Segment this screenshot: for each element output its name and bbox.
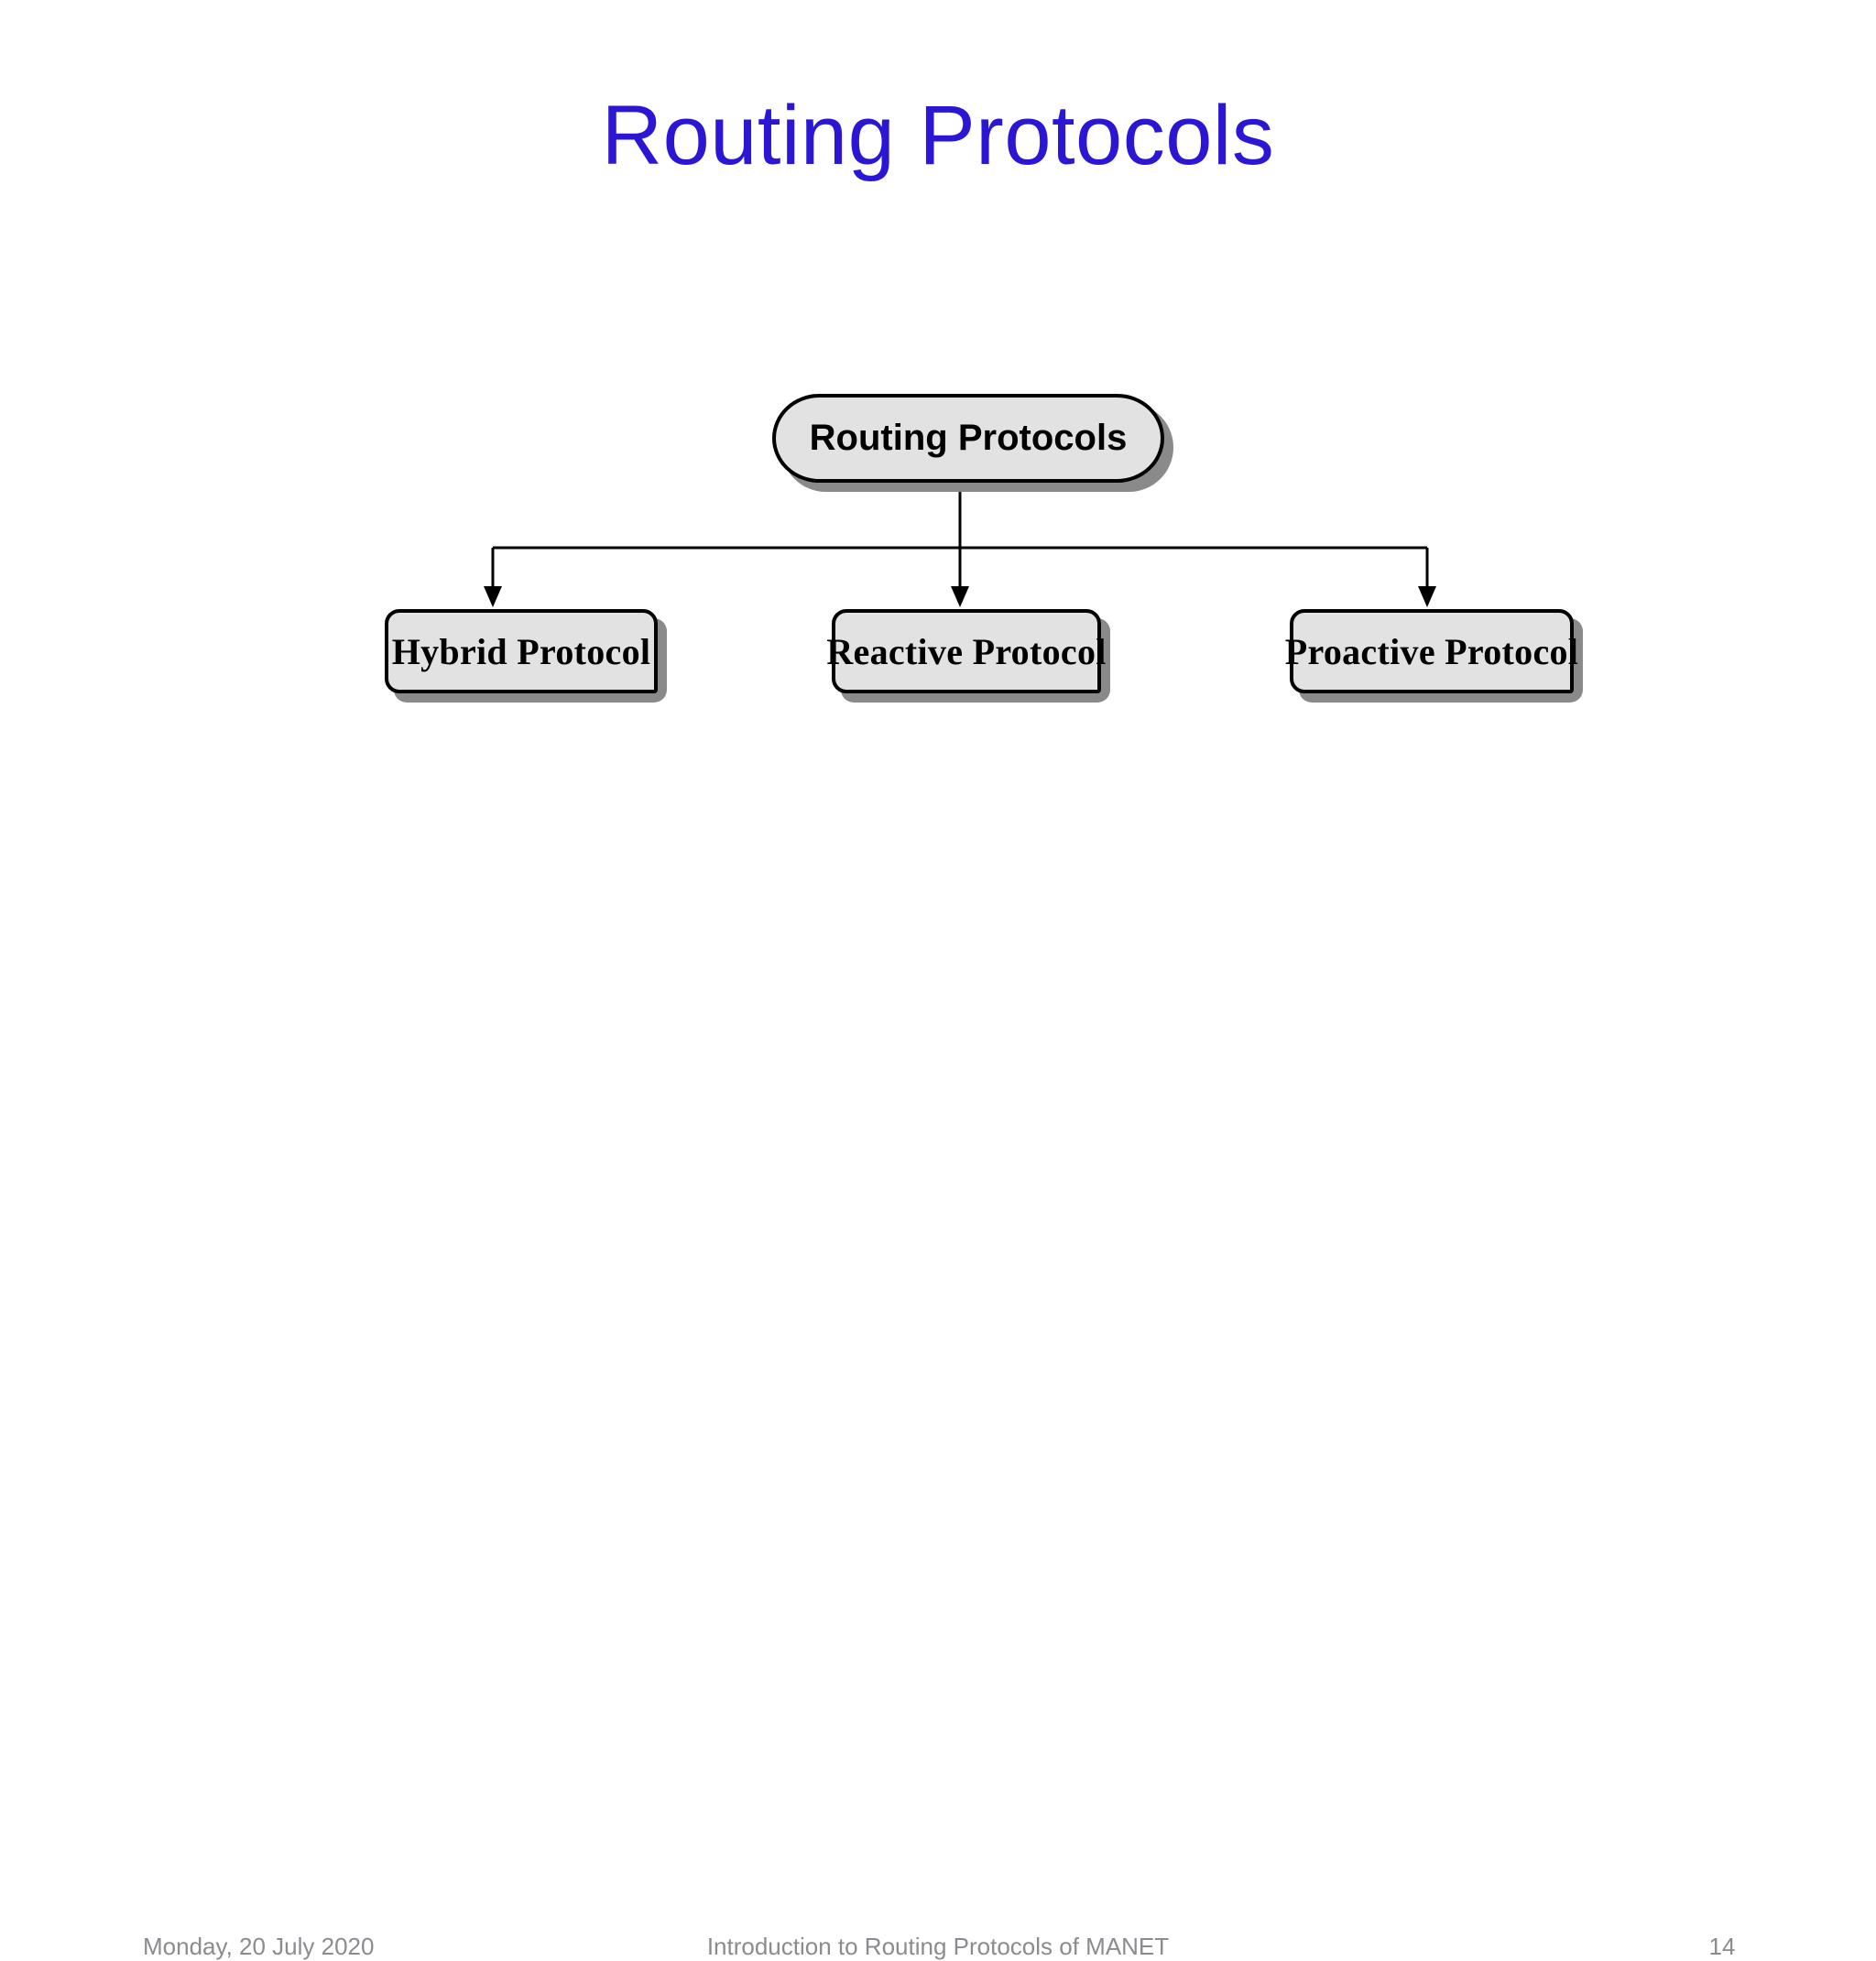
root-node-shape[interactable]: Routing Protocols (772, 394, 1164, 483)
footer-subtitle: Introduction to Routing Protocols of MAN… (706, 1933, 1170, 1960)
routing-protocols-tree-diagram: Routing Protocols Hybrid Protocol Reacti… (385, 394, 1583, 703)
child-node-shape-proactive[interactable]: Proactive Protocol (1285, 609, 1578, 693)
page-title: Routing Protocols (601, 89, 1275, 182)
arrowhead-right-icon (1418, 586, 1436, 607)
footer-page-number: 14 (1708, 1933, 1736, 1960)
tree-connector-lines (484, 483, 1436, 607)
slide-footer: Monday, 20 July 2020 Introduction to Rou… (0, 945, 1876, 1960)
slide-canvas: Routing Protocols (0, 89, 1876, 1960)
root-node-routing-protocols[interactable]: Routing Protocols (772, 394, 1164, 483)
child-node-reactive-protocol[interactable]: Reactive Protocol (826, 609, 1106, 693)
child-node-label-reactive: Reactive Protocol (826, 630, 1107, 672)
arrowhead-left-icon (484, 586, 502, 607)
child-node-label-proactive: Proactive Protocol (1284, 630, 1579, 672)
child-node-proactive-protocol[interactable]: Proactive Protocol (1285, 609, 1578, 693)
child-node-shape-hybrid[interactable]: Hybrid Protocol (385, 609, 658, 693)
root-node-label: Routing Protocols (809, 418, 1128, 458)
child-node-shape-reactive[interactable]: Reactive Protocol (826, 609, 1106, 693)
arrowhead-center-icon (951, 586, 969, 607)
child-node-label-hybrid: Hybrid Protocol (391, 630, 651, 672)
child-node-hybrid-protocol[interactable]: Hybrid Protocol (385, 609, 658, 693)
